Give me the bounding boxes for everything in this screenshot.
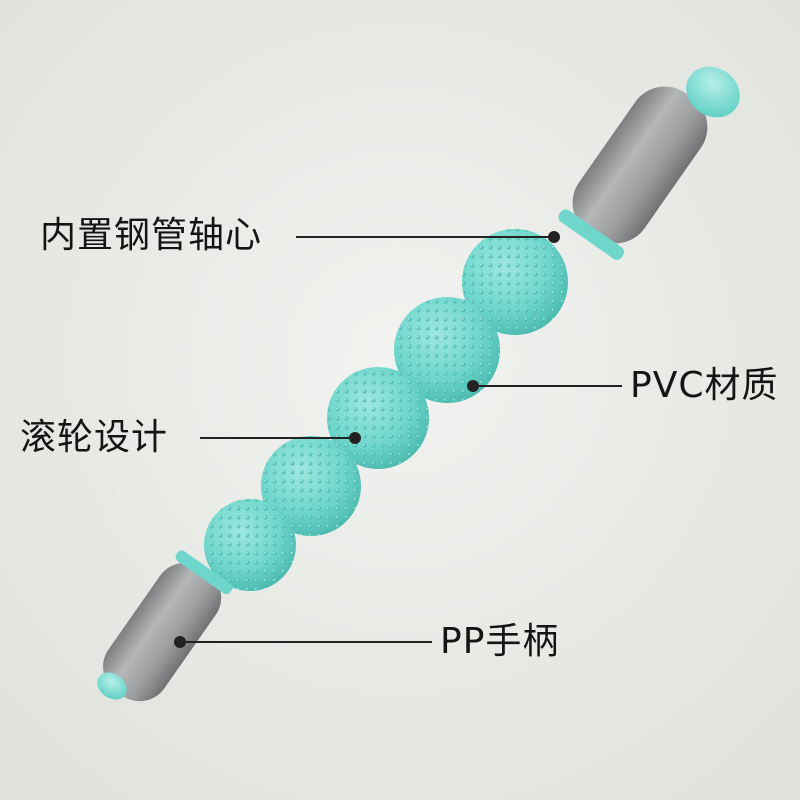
spiky-ball-5 [204,499,296,591]
spiky-ball-4 [261,436,361,536]
spiky-ball-2 [394,297,500,403]
top-handle [558,86,708,260]
callout-label-pp-handle: PP手柄 [440,621,560,662]
spiky-ball-1 [462,229,568,335]
callout-label-roller-design: 滚轮设计 [20,417,169,458]
callout-line-pvc [467,380,622,392]
bottom-end-cap [97,672,127,700]
callout-label-steel-core: 内置钢管轴心 [40,215,263,256]
bottom-handle [103,550,233,702]
callout-line-roller [200,432,361,444]
callout-label-pvc-material: PVC材质 [630,365,779,406]
spiky-ball-3 [327,367,429,469]
top-end-cap [686,66,740,118]
callout-line-steel-core [296,231,560,243]
callout-line-pp-handle [174,636,432,648]
